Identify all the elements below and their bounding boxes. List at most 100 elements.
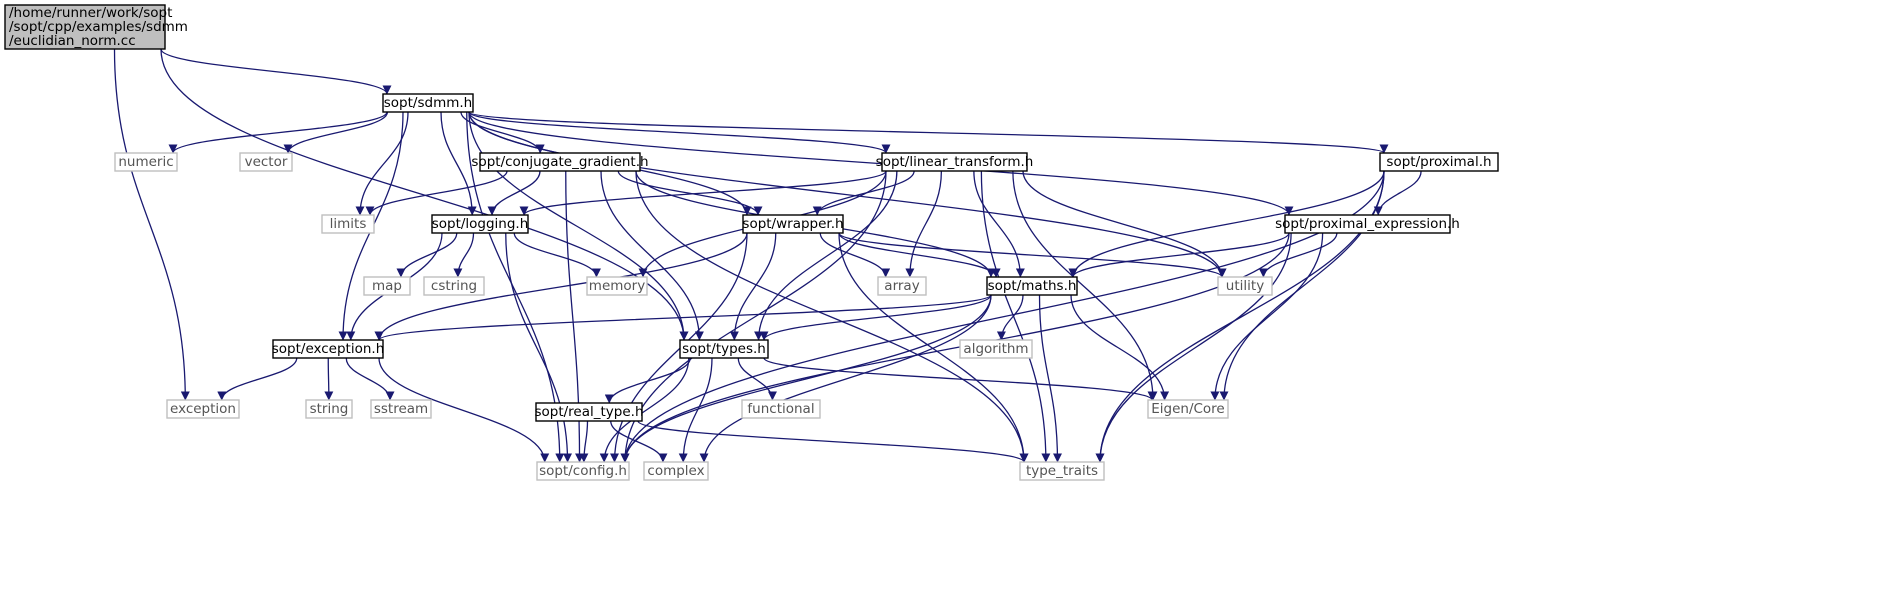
edge-exception_h-to-string [324,357,334,401]
node-logging[interactable]: sopt/logging.h [431,214,529,234]
node-label: string [310,401,349,417]
node-proximal[interactable]: sopt/proximal.h [1379,152,1499,172]
node-maths[interactable]: sopt/maths.h [986,276,1078,296]
edge-sdmm-to-logging [440,111,477,216]
edge-sdmm-to-vector [283,111,389,154]
node-box [479,152,641,172]
node-label: vector [245,154,288,170]
node-box [959,339,1033,359]
node-label: map [372,278,402,294]
edge-maths-to-types [759,294,992,341]
node-label: sopt/sdmm.h [384,95,472,111]
node-label: limits [330,216,367,232]
edge-maths-to-exception_h [374,294,992,341]
node-proximal-expression[interactable]: sopt/proximal_expression.h [1275,214,1460,234]
node-exception: exception [166,399,240,419]
node-box [586,276,648,296]
node-label: Eigen/Core [1151,401,1225,417]
edge-proximal_expression-to-utility [1258,232,1338,278]
edge-conjugate_gradient-to-logging [487,170,541,216]
edge-exception_h-to-config [378,357,550,463]
node-box [423,276,485,296]
node-vector: vector [239,152,293,172]
node-box [741,399,821,419]
edge-exception_h-to-exception [217,357,298,401]
edge-sdmm-to-proximal [468,111,1389,154]
node-real-type[interactable]: sopt/real_type.h [534,402,644,422]
edge-sdmm-to-limits [355,111,409,216]
node-box [114,152,178,172]
node-box [321,214,375,234]
node-label: type_traits [1026,463,1098,479]
edge-linear_transform-to-maths [973,170,1025,278]
node-linear-transform[interactable]: sopt/linear_transform.h [876,152,1034,172]
node-box [239,152,293,172]
edge-proximal-to-proximal_expression [1373,170,1422,216]
edge-logging-to-memory [513,232,601,278]
edge-logging-to-config [505,232,573,463]
edge-types-to-eigen_core [763,357,1157,401]
edge-conjugate_gradient-to-limits [365,170,508,216]
node-complex: complex [643,461,709,481]
edge-sdmm-to-utility [468,111,1227,278]
edge-wrapper-to-maths [838,232,1001,278]
edge-linear_transform-to-utility [1022,170,1227,278]
node-conjugate-gradient[interactable]: sopt/conjugate_gradient.h [471,152,649,172]
node-box [4,4,166,50]
edge-proximal_expression-to-maths [1068,232,1290,278]
node-box [536,461,630,481]
node-box [881,152,1028,172]
node-layer: /home/runner/work/sopt/sopt/cpp/examples… [4,4,1499,481]
edge-linear_transform-to-wrapper [812,170,915,216]
node-box [431,214,529,234]
node-functional: functional [741,399,821,419]
node-box [643,461,709,481]
node-label: algorithm [963,341,1028,357]
node-types[interactable]: sopt/types.h [679,339,769,359]
edge-proximal_expression-to-type_traits [1095,232,1292,463]
node-label: sopt/proximal_expression.h [1275,216,1460,232]
edge-sdmm-to-numeric [168,111,388,154]
edge-wrapper-to-utility [838,232,1227,278]
node-map: map [363,276,411,296]
node-utility: utility [1217,276,1273,296]
node-wrapper[interactable]: sopt/wrapper.h [742,214,844,234]
edge-euclidian_norm-to-sdmm [160,48,392,95]
node-box [1019,461,1105,481]
edge-conjugate_gradient-to-type_traits [635,170,1029,463]
node-box [370,399,432,419]
node-label: /sopt/cpp/examples/sdmm [9,19,188,35]
node-box [363,276,411,296]
node-box [877,276,927,296]
node-box [1284,214,1451,234]
node-box [166,399,240,419]
node-label: sopt/real_type.h [534,404,643,420]
node-label: complex [647,463,704,479]
node-box [305,399,353,419]
node-euclidian-norm[interactable]: /home/runner/work/sopt/sopt/cpp/examples… [4,4,188,50]
node-box [742,214,844,234]
edge-real_type-to-config [579,420,589,463]
node-exception-h[interactable]: sopt/exception.h [272,339,385,359]
node-label: /home/runner/work/sopt [9,5,172,21]
node-box [272,339,384,359]
node-label: sopt/maths.h [988,278,1077,294]
edge-linear_transform-to-logging [519,170,887,216]
node-label: sopt/types.h [682,341,766,357]
edge-maths-to-eigen_core [1070,294,1170,401]
edge-logging-to-map [396,232,458,278]
node-array: array [877,276,927,296]
node-label: functional [747,401,814,417]
node-box [986,276,1078,296]
edge-proximal_expression-to-config [620,232,1290,463]
node-label: sstream [374,401,428,417]
node-type-traits: type_traits [1019,461,1105,481]
edge-proximal_expression-to-eigen_core [1210,232,1324,401]
node-label: sopt/conjugate_gradient.h [471,154,648,170]
node-limits: limits [321,214,375,234]
node-sdmm[interactable]: sopt/sdmm.h [382,93,474,113]
edge-sdmm-to-proximal_expression [468,111,1294,216]
edge-euclidian_norm-to-exception [113,48,190,401]
edge-linear_transform-to-array [905,170,943,278]
